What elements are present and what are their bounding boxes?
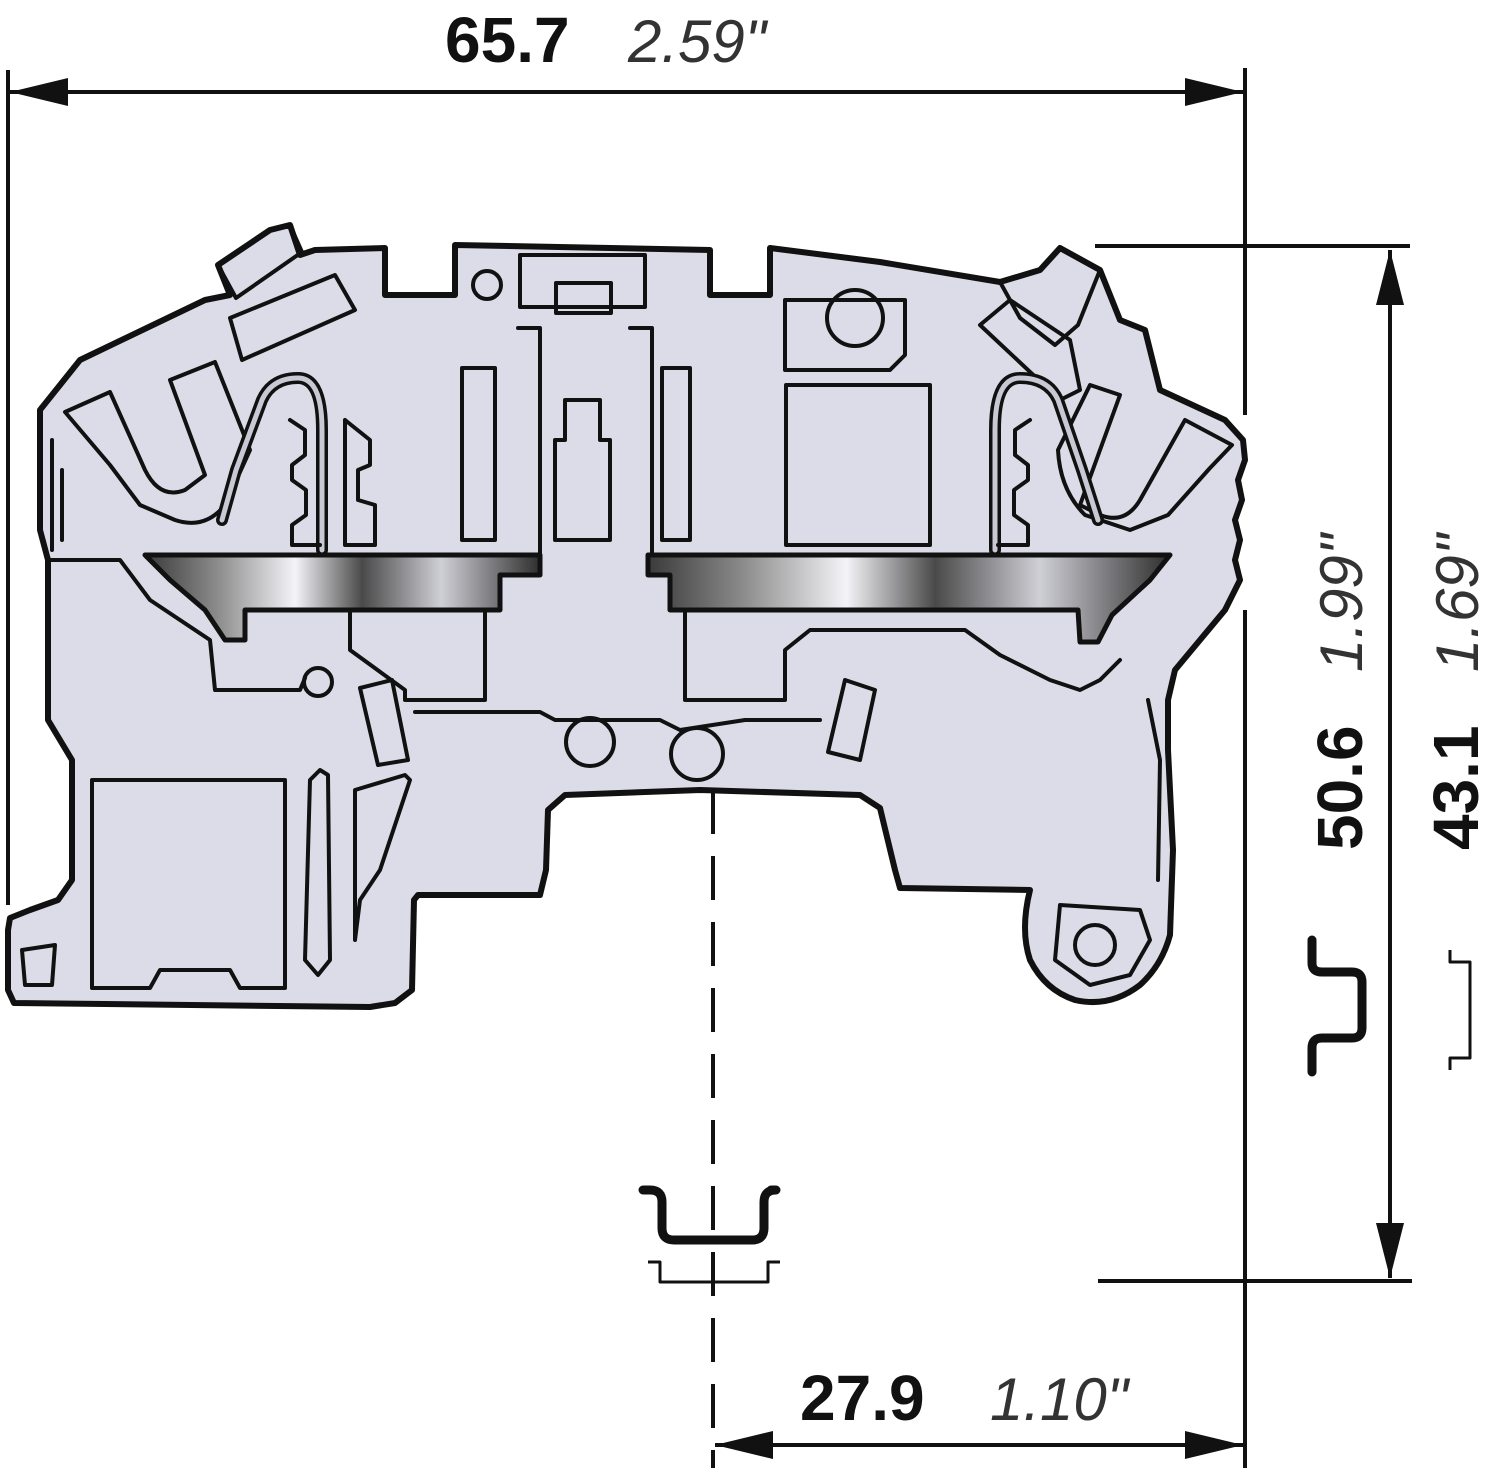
busbar-left (142, 552, 543, 643)
mount-hole-left (564, 716, 616, 768)
wire-entry-left[interactable] (63, 360, 252, 525)
width-dimension: 65.7 2.59" (6, 4, 1247, 905)
foot-hole-right (1073, 923, 1117, 967)
foot-notch-left (20, 943, 57, 987)
foot-window-left (90, 778, 287, 990)
slot-left (460, 366, 497, 542)
rail-offset-dimension: 27.9 1.10" (638, 790, 1243, 1468)
slot-right (660, 366, 692, 542)
release-lever-right[interactable] (998, 246, 1102, 347)
socket-recess-right (783, 298, 907, 372)
arrowhead-left-icon (715, 1431, 773, 1459)
spring-guide-right (996, 418, 1032, 547)
terminal-block-housing (5, 222, 1248, 1010)
foot-recess-right (1053, 903, 1152, 987)
test-socket-left[interactable] (471, 269, 503, 301)
wire-entry-right[interactable] (1056, 383, 1234, 532)
width-mm-label: 65.7 (445, 4, 570, 76)
latch-window-left (358, 678, 410, 767)
housing-edge-right (1146, 698, 1162, 882)
rail-height-inch-label: 1.69" (1424, 531, 1491, 672)
partition-left (46, 558, 307, 692)
offset-inch-label: 1.10" (990, 1366, 1131, 1433)
height-dimensions: 50.6 1.99" 43.1 1.69" (1095, 244, 1492, 1468)
height-mm-label: 50.6 (1304, 725, 1376, 850)
clamp-body-left (343, 418, 377, 547)
din-rail-icon (638, 1185, 781, 1245)
arrowhead-down-icon (1376, 1223, 1404, 1278)
width-inch-label: 2.59" (627, 8, 769, 75)
arrowhead-up-icon (1376, 250, 1404, 305)
din-rail-icon (1307, 935, 1367, 1077)
arrowhead-right-icon (1185, 1431, 1243, 1459)
pin-hole (302, 666, 334, 698)
test-socket-right[interactable] (825, 288, 885, 348)
marker-slot[interactable] (554, 281, 613, 315)
offset-mm-label: 27.9 (800, 1362, 925, 1434)
spring-guide-left (288, 418, 322, 547)
foot-slot-left (303, 768, 332, 977)
mount-hole-center (669, 726, 725, 782)
operating-slot-left[interactable] (228, 273, 357, 362)
partition-lower (413, 710, 822, 732)
marker-recess (518, 253, 647, 309)
din-rail-outline-icon (1448, 950, 1472, 1070)
bridge-slot-center[interactable] (553, 398, 612, 542)
height-inch-label: 1.99" (1308, 531, 1375, 672)
release-lever-left[interactable] (216, 223, 304, 300)
housing-edge-left (50, 438, 64, 552)
busbar-right (645, 552, 1173, 645)
partition-mid-left (348, 608, 487, 702)
rail-height-mm-label: 43.1 (1420, 725, 1492, 850)
arrowhead-right-icon (1185, 78, 1243, 106)
din-rail-outline-icon (648, 1260, 780, 1284)
arrowhead-left-icon (10, 78, 68, 106)
foot-latch-left[interactable] (353, 773, 412, 942)
partition-mid-right (683, 610, 1122, 702)
clamp-chamber-right (784, 383, 932, 547)
latch-window-right (826, 678, 877, 762)
